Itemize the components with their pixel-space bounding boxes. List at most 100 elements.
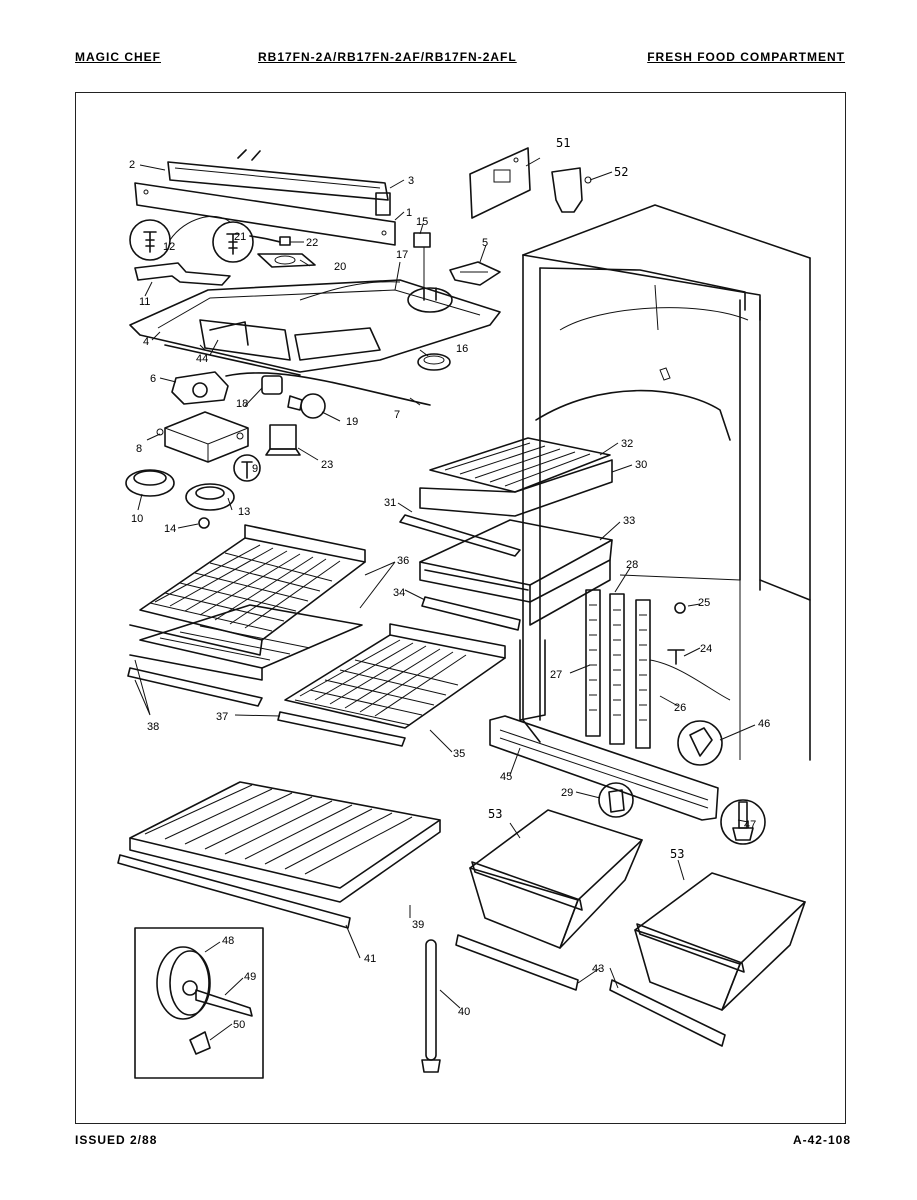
part-crisper-53-left — [469, 809, 643, 949]
part-wire-shelf-35 — [284, 623, 506, 729]
callout-38: 38 — [147, 721, 159, 733]
callout-4: 4 — [143, 336, 149, 348]
part-frame-supports — [519, 639, 546, 721]
callout-25: 25 — [698, 597, 710, 609]
part-screw-12 — [129, 219, 171, 261]
part-leveler-47 — [720, 799, 766, 845]
drain-line — [649, 659, 731, 701]
part-screw-9 — [233, 454, 261, 482]
part-rail-37 — [277, 711, 406, 747]
callout-3: 3 — [408, 175, 414, 187]
part-socket-18 — [261, 375, 283, 395]
part-cabinet-liner — [522, 204, 811, 761]
callout-51: 51 — [556, 136, 570, 150]
wire-loop — [169, 215, 231, 241]
part-5 — [449, 261, 501, 286]
callout-labels: 2 3 1 12 21 22 15 5 17 20 11 4 44 16 6 1… — [129, 136, 770, 1031]
callout-8: 8 — [136, 443, 142, 455]
callout-34: 34 — [393, 587, 405, 599]
part-bracket-11 — [134, 262, 231, 286]
part-ladder-28 — [585, 589, 651, 749]
diagram-frame — [75, 92, 846, 1124]
callout-23: 23 — [321, 459, 333, 471]
callout-35: 35 — [453, 748, 465, 760]
part-washer-14 — [198, 517, 210, 529]
part-screw-24 — [667, 649, 685, 665]
document-code: A-42-108 — [792, 1133, 851, 1147]
callout-12: 12 — [163, 241, 175, 253]
callout-45: 45 — [500, 771, 512, 783]
section-title: FRESH FOOD COMPARTMENT — [647, 50, 845, 64]
callout-18: 18 — [236, 398, 248, 410]
issued-date: ISSUED 2/88 — [75, 1133, 158, 1147]
part-bulb-19 — [287, 393, 326, 419]
callout-14: 14 — [164, 523, 176, 535]
part-wire-22 — [249, 235, 281, 243]
callout-49: 49 — [244, 971, 256, 983]
part-ceiling-panel — [129, 279, 501, 376]
part-rail-31 — [399, 514, 521, 557]
callout-10: 10 — [131, 513, 143, 525]
callout-19: 19 — [346, 416, 358, 428]
callout-39: 39 — [412, 919, 424, 931]
brand-title: MAGIC CHEF — [75, 50, 161, 64]
callout-50: 50 — [233, 1019, 245, 1031]
part-light-bracket — [134, 182, 396, 246]
callout-6: 6 — [150, 373, 156, 385]
callout-2: 2 — [129, 159, 135, 171]
part-rail-38 — [127, 667, 263, 707]
part-clip-25 — [674, 602, 686, 614]
part-drawer-33 — [419, 519, 613, 626]
part-screw-21 — [212, 221, 254, 263]
callout-33: 33 — [623, 515, 635, 527]
callout-47: 47 — [744, 819, 756, 831]
callout-11: 11 — [139, 296, 150, 308]
part-thermostat-6 — [171, 371, 229, 405]
callout-37: 37 — [216, 711, 228, 723]
callout-40: 40 — [458, 1006, 470, 1018]
part-plate-51 — [469, 147, 531, 219]
callout-53-left: 53 — [488, 807, 502, 821]
part-plate-20 — [257, 253, 316, 268]
callout-5: 5 — [482, 237, 488, 249]
part-rail-43-left — [455, 934, 579, 991]
callout-28: 28 — [626, 559, 638, 571]
part-hinge-52 — [551, 167, 592, 213]
part-16 — [417, 353, 451, 371]
part-knob-10 — [125, 469, 175, 497]
callout-15: 15 — [416, 216, 428, 228]
callout-20: 20 — [334, 261, 346, 273]
part-29 — [598, 782, 634, 818]
callout-46: 46 — [758, 718, 770, 730]
part-shelf-frame-30 — [419, 459, 613, 517]
callout-22: 22 — [306, 237, 318, 249]
part-knob-13 — [185, 483, 235, 511]
callout-24: 24 — [700, 643, 712, 655]
part-glass-shelf-32 — [429, 437, 611, 493]
callout-13: 13 — [238, 506, 250, 518]
part-rail-34 — [421, 596, 521, 631]
leader-lines — [134, 157, 756, 1041]
callout-32: 32 — [621, 438, 633, 450]
part-rail-41 — [117, 854, 351, 929]
callout-30: 30 — [635, 459, 647, 471]
callout-31: 31 — [384, 497, 396, 509]
callout-44: 44 — [196, 353, 208, 365]
part-control-box-8 — [156, 411, 249, 463]
callout-1: 1 — [406, 207, 412, 219]
callout-52: 52 — [614, 165, 628, 179]
part-23 — [265, 424, 301, 456]
part-light-shield — [167, 149, 389, 201]
callout-7: 7 — [394, 409, 400, 421]
callout-36: 36 — [397, 555, 409, 567]
part-46 — [677, 720, 723, 766]
part-switch-15 — [413, 232, 431, 248]
callout-16: 16 — [456, 343, 468, 355]
part-rod-40 — [421, 939, 441, 1073]
model-numbers: RB17FN-2A/RB17FN-2AF/RB17FN-2AFL — [258, 50, 517, 64]
part-crisper-53-right — [634, 872, 806, 1011]
callout-48: 48 — [222, 935, 234, 947]
part-shelf-39 — [129, 781, 441, 903]
callout-41: 41 — [364, 953, 376, 965]
